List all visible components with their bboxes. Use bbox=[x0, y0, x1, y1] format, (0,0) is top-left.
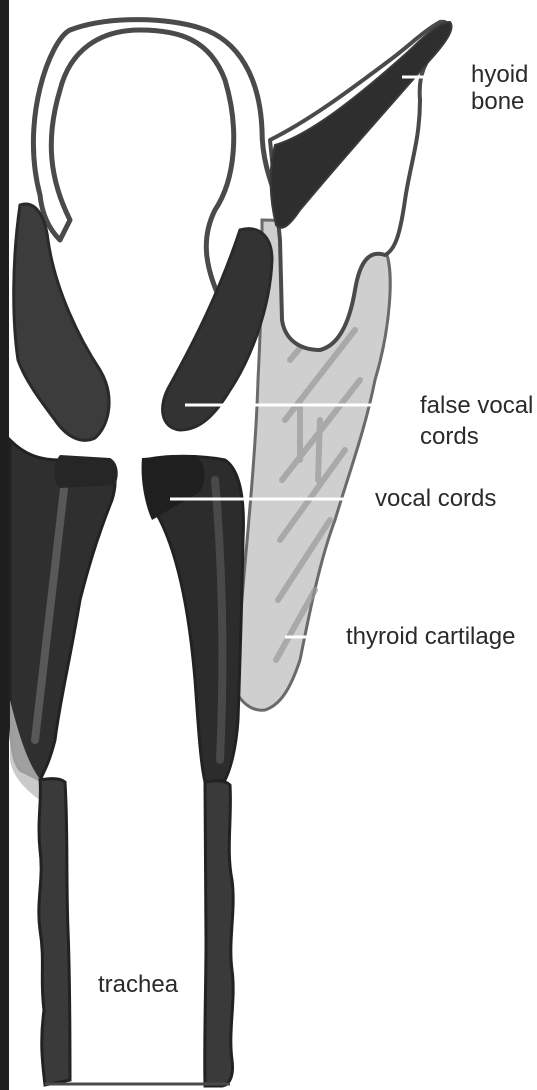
hyoid-bone-label-line2: bone bbox=[471, 88, 524, 115]
left-vocal-cord bbox=[54, 455, 118, 488]
false-vocal-cords-label-line1: false vocal bbox=[420, 392, 533, 419]
false-vocal-cords-label-line2: cords bbox=[420, 423, 479, 450]
trachea-left-wall bbox=[39, 779, 70, 1085]
vocal-cords-label: vocal cords bbox=[375, 485, 496, 512]
hyoid-bone-label-line1: hyoid bbox=[471, 61, 528, 88]
trachea-right-wall bbox=[205, 781, 233, 1086]
hyoid-bone-label: hyoid bone bbox=[471, 61, 535, 115]
trachea-label: trachea bbox=[98, 971, 179, 998]
thyroid-cartilage-label: thyroid cartilage bbox=[346, 623, 515, 650]
frame-left-border bbox=[0, 0, 9, 1090]
false-vocal-cords-label: false vocal cords bbox=[420, 392, 537, 450]
